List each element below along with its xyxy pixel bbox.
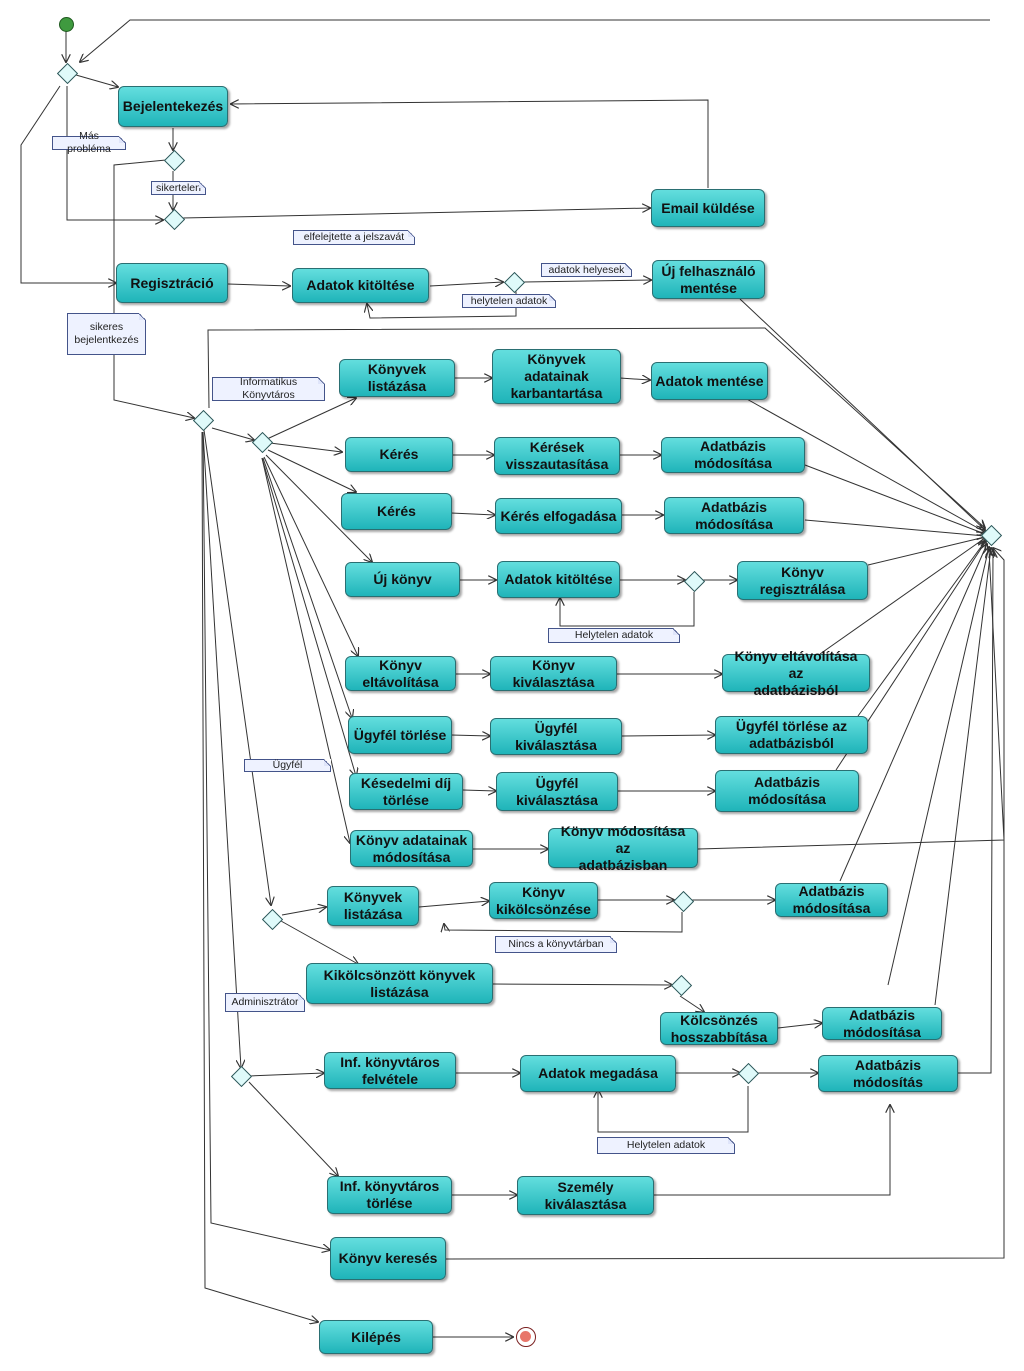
activity-adatbazis-modositasa[interactable]: Adatbázis módosítása	[661, 437, 805, 473]
activity-keres[interactable]: Kérés	[345, 437, 453, 472]
activity-konyv-regisztralasa[interactable]: Könyv regisztrálása	[737, 561, 868, 600]
guard-note-nincs-a-konyvtarban: Nincs a könyvtárban	[495, 936, 617, 953]
activity-adatbazis-modositasa[interactable]: Adatbázis módosítása	[822, 1007, 942, 1040]
activity-kesedelmi-dij-torlese[interactable]: Késedelmi díj törlése	[349, 773, 463, 810]
activity-adatok-megadasa[interactable]: Adatok megadása	[520, 1055, 676, 1092]
end-node	[516, 1327, 536, 1347]
activity-ugyfel-torlese-az-adatbazisbol[interactable]: Ügyfél törlése az adatbázisból	[715, 716, 868, 754]
activity-inf-konyvtaros-felvetele[interactable]: Inf. könyvtáros felvétele	[324, 1052, 456, 1089]
activity-konyv-modositasa-az-adatbazisban[interactable]: Könyv módosítása az adatbázisban	[548, 823, 698, 873]
activity-konyv-adatainak-modositasa[interactable]: Könyv adatainak módosítása	[350, 830, 473, 867]
swimlane-note-informatikus-konyvtaros: Informatikus Könyvtáros	[212, 376, 325, 401]
activity-keresek-visszautasitasa[interactable]: Kérések visszautasítása	[494, 437, 620, 475]
activity-konyv-kivalasztasa[interactable]: Könyv kiválasztása	[490, 656, 617, 691]
activity-konyvek-listazasa[interactable]: Könyvek listázása	[327, 886, 419, 926]
activity-uj-felhasznalo-mentese[interactable]: Új felhasználó mentése	[652, 260, 765, 299]
swimlane-note-adminisztrator: Adminisztrátor	[225, 993, 305, 1012]
guard-note-adatok-helyesek: adatok helyesek	[541, 263, 632, 277]
guard-note-helytelen-adatok: Helytelen adatok	[548, 628, 680, 643]
activity-keres-elfogadasa[interactable]: Kérés elfogadása	[495, 498, 622, 534]
activity-uj-konyv[interactable]: Új könyv	[345, 562, 460, 597]
activity-konyv-eltavolitasa[interactable]: Könyv eltávolítása	[345, 656, 456, 691]
activity-szemely-kivalasztasa[interactable]: Személy kiválasztása	[517, 1176, 654, 1215]
activity-adatok-mentese[interactable]: Adatok mentése	[651, 362, 768, 400]
guard-note-helytelen-adatok: helytelen adatok	[462, 294, 556, 308]
activity-konyv-kereses[interactable]: Könyv keresés	[330, 1237, 446, 1280]
activity-konyv-kikolcsonzese[interactable]: Könyv kikölcsönzése	[489, 882, 598, 919]
guard-note-helytelen-adatok: Helytelen adatok	[597, 1137, 735, 1154]
activity-ugyfel-kivalasztasa[interactable]: Ügyfél kiválasztása	[490, 718, 622, 755]
activity-bejelentkezes[interactable]: Bejelentekezés	[118, 86, 228, 127]
activity-kilepes[interactable]: Kilépés	[319, 1320, 433, 1354]
activity-kolcsonzes-hosszabbitasa[interactable]: Kölcsönzés hosszabbítása	[660, 1012, 778, 1045]
activity-ugyfel-kivalasztasa[interactable]: Ügyfél kiválasztása	[496, 772, 618, 811]
swimlane-note-ugyfel: Ügyfél	[244, 759, 331, 772]
activity-konyv-eltavolitasa-az-adatbazisbol[interactable]: Könyv eltávolítása az adatbázisból	[722, 648, 870, 698]
activity-adatbazis-modositas[interactable]: Adatbázis módosítás	[818, 1055, 958, 1092]
activity-regisztracio[interactable]: Regisztráció	[116, 263, 228, 303]
activity-adatbazis-modositasa[interactable]: Adatbázis módosítása	[715, 770, 859, 812]
activity-ugyfel-torlese[interactable]: Ügyfél törlése	[348, 716, 452, 754]
start-node	[59, 17, 74, 32]
activity-konyvek-listazasa[interactable]: Könyvek listázása	[339, 359, 455, 397]
activity-adatbazis-modositasa[interactable]: Adatbázis módosítása	[775, 883, 888, 917]
activity-adatok-kitoltese[interactable]: Adatok kitöltése	[292, 268, 429, 303]
activity-konyvek-adatainak-karbantartasa[interactable]: Könyvek adatainak karbantartása	[492, 349, 621, 404]
guard-note-elfelejtette: elfelejtette a jelszavát	[293, 230, 415, 245]
activity-adatok-kitoltese[interactable]: Adatok kitöltése	[497, 561, 620, 598]
activity-keres[interactable]: Kérés	[341, 493, 452, 530]
activity-kikolcsonzott-konyvek-listazasa[interactable]: Kikölcsönzött könyvek listázása	[306, 963, 493, 1004]
activity-email-kuldese[interactable]: Email küldése	[651, 189, 765, 227]
guard-note-sikeres-bejelentkezes: sikeres bejelentkezés	[67, 313, 146, 355]
activity-inf-konyvtaros-torlese[interactable]: Inf. könyvtáros törlése	[327, 1176, 452, 1214]
guard-note-mas-problema: Más probléma	[52, 130, 126, 155]
activity-adatbazis-modositasa[interactable]: Adatbázis módosítása	[664, 497, 804, 534]
guard-note-sikertelen: sikertelen	[151, 181, 206, 195]
